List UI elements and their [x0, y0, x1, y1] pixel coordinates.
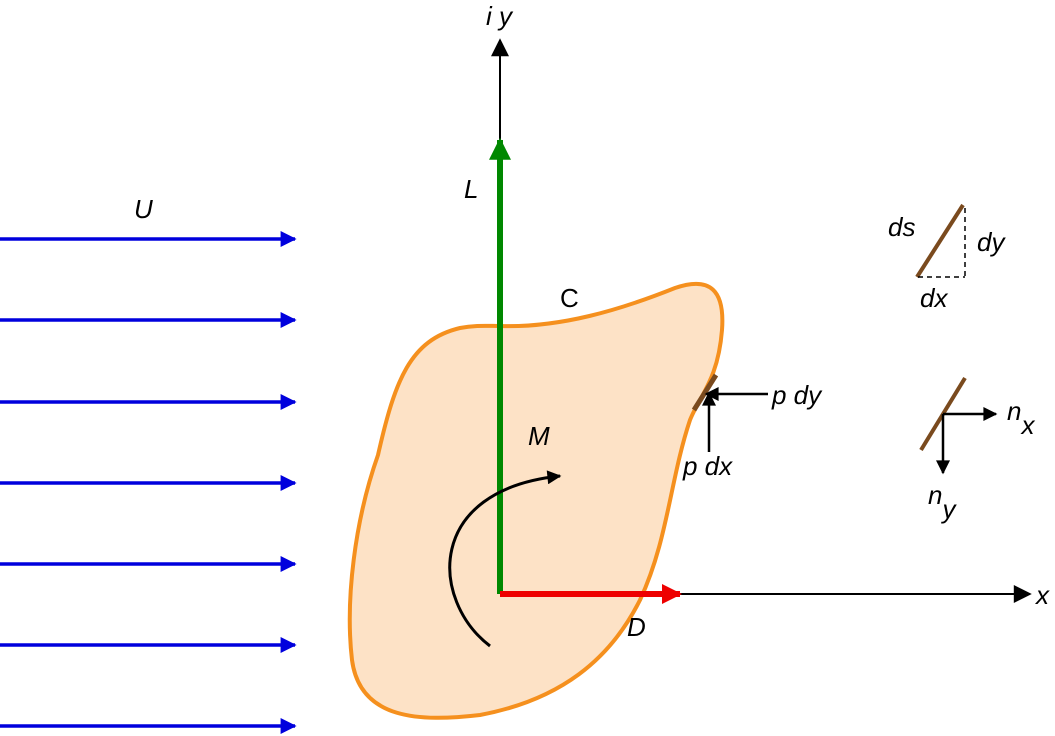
ny-label-n: n [928, 480, 942, 510]
nx-label-sub: x [1019, 410, 1035, 440]
freestream-arrows [0, 231, 297, 734]
differential-triangle [915, 203, 966, 279]
ny-label: ny [928, 480, 957, 524]
nx-label-n: n [1007, 396, 1021, 426]
lift-label: L [464, 174, 478, 204]
body-contour [347, 281, 725, 720]
moment-label: M [528, 421, 550, 451]
dx-label: dx [920, 283, 948, 313]
moment-arc [448, 470, 562, 648]
ny-label-sub: y [940, 494, 957, 524]
ds-label: ds [888, 212, 915, 242]
freestream-label: U [134, 194, 153, 224]
ds-segment [915, 203, 965, 279]
normal-components [919, 376, 998, 475]
p-dx-label: p dx [682, 451, 733, 481]
x-axis-label: x [1034, 580, 1050, 610]
dy-label: dy [977, 227, 1006, 257]
y-axis-label: i y [486, 1, 514, 31]
nx-label: nx [1007, 396, 1035, 440]
drag-label: D [627, 612, 646, 642]
contour-label: C [560, 283, 579, 313]
p-dy-label: p dy [771, 380, 823, 410]
